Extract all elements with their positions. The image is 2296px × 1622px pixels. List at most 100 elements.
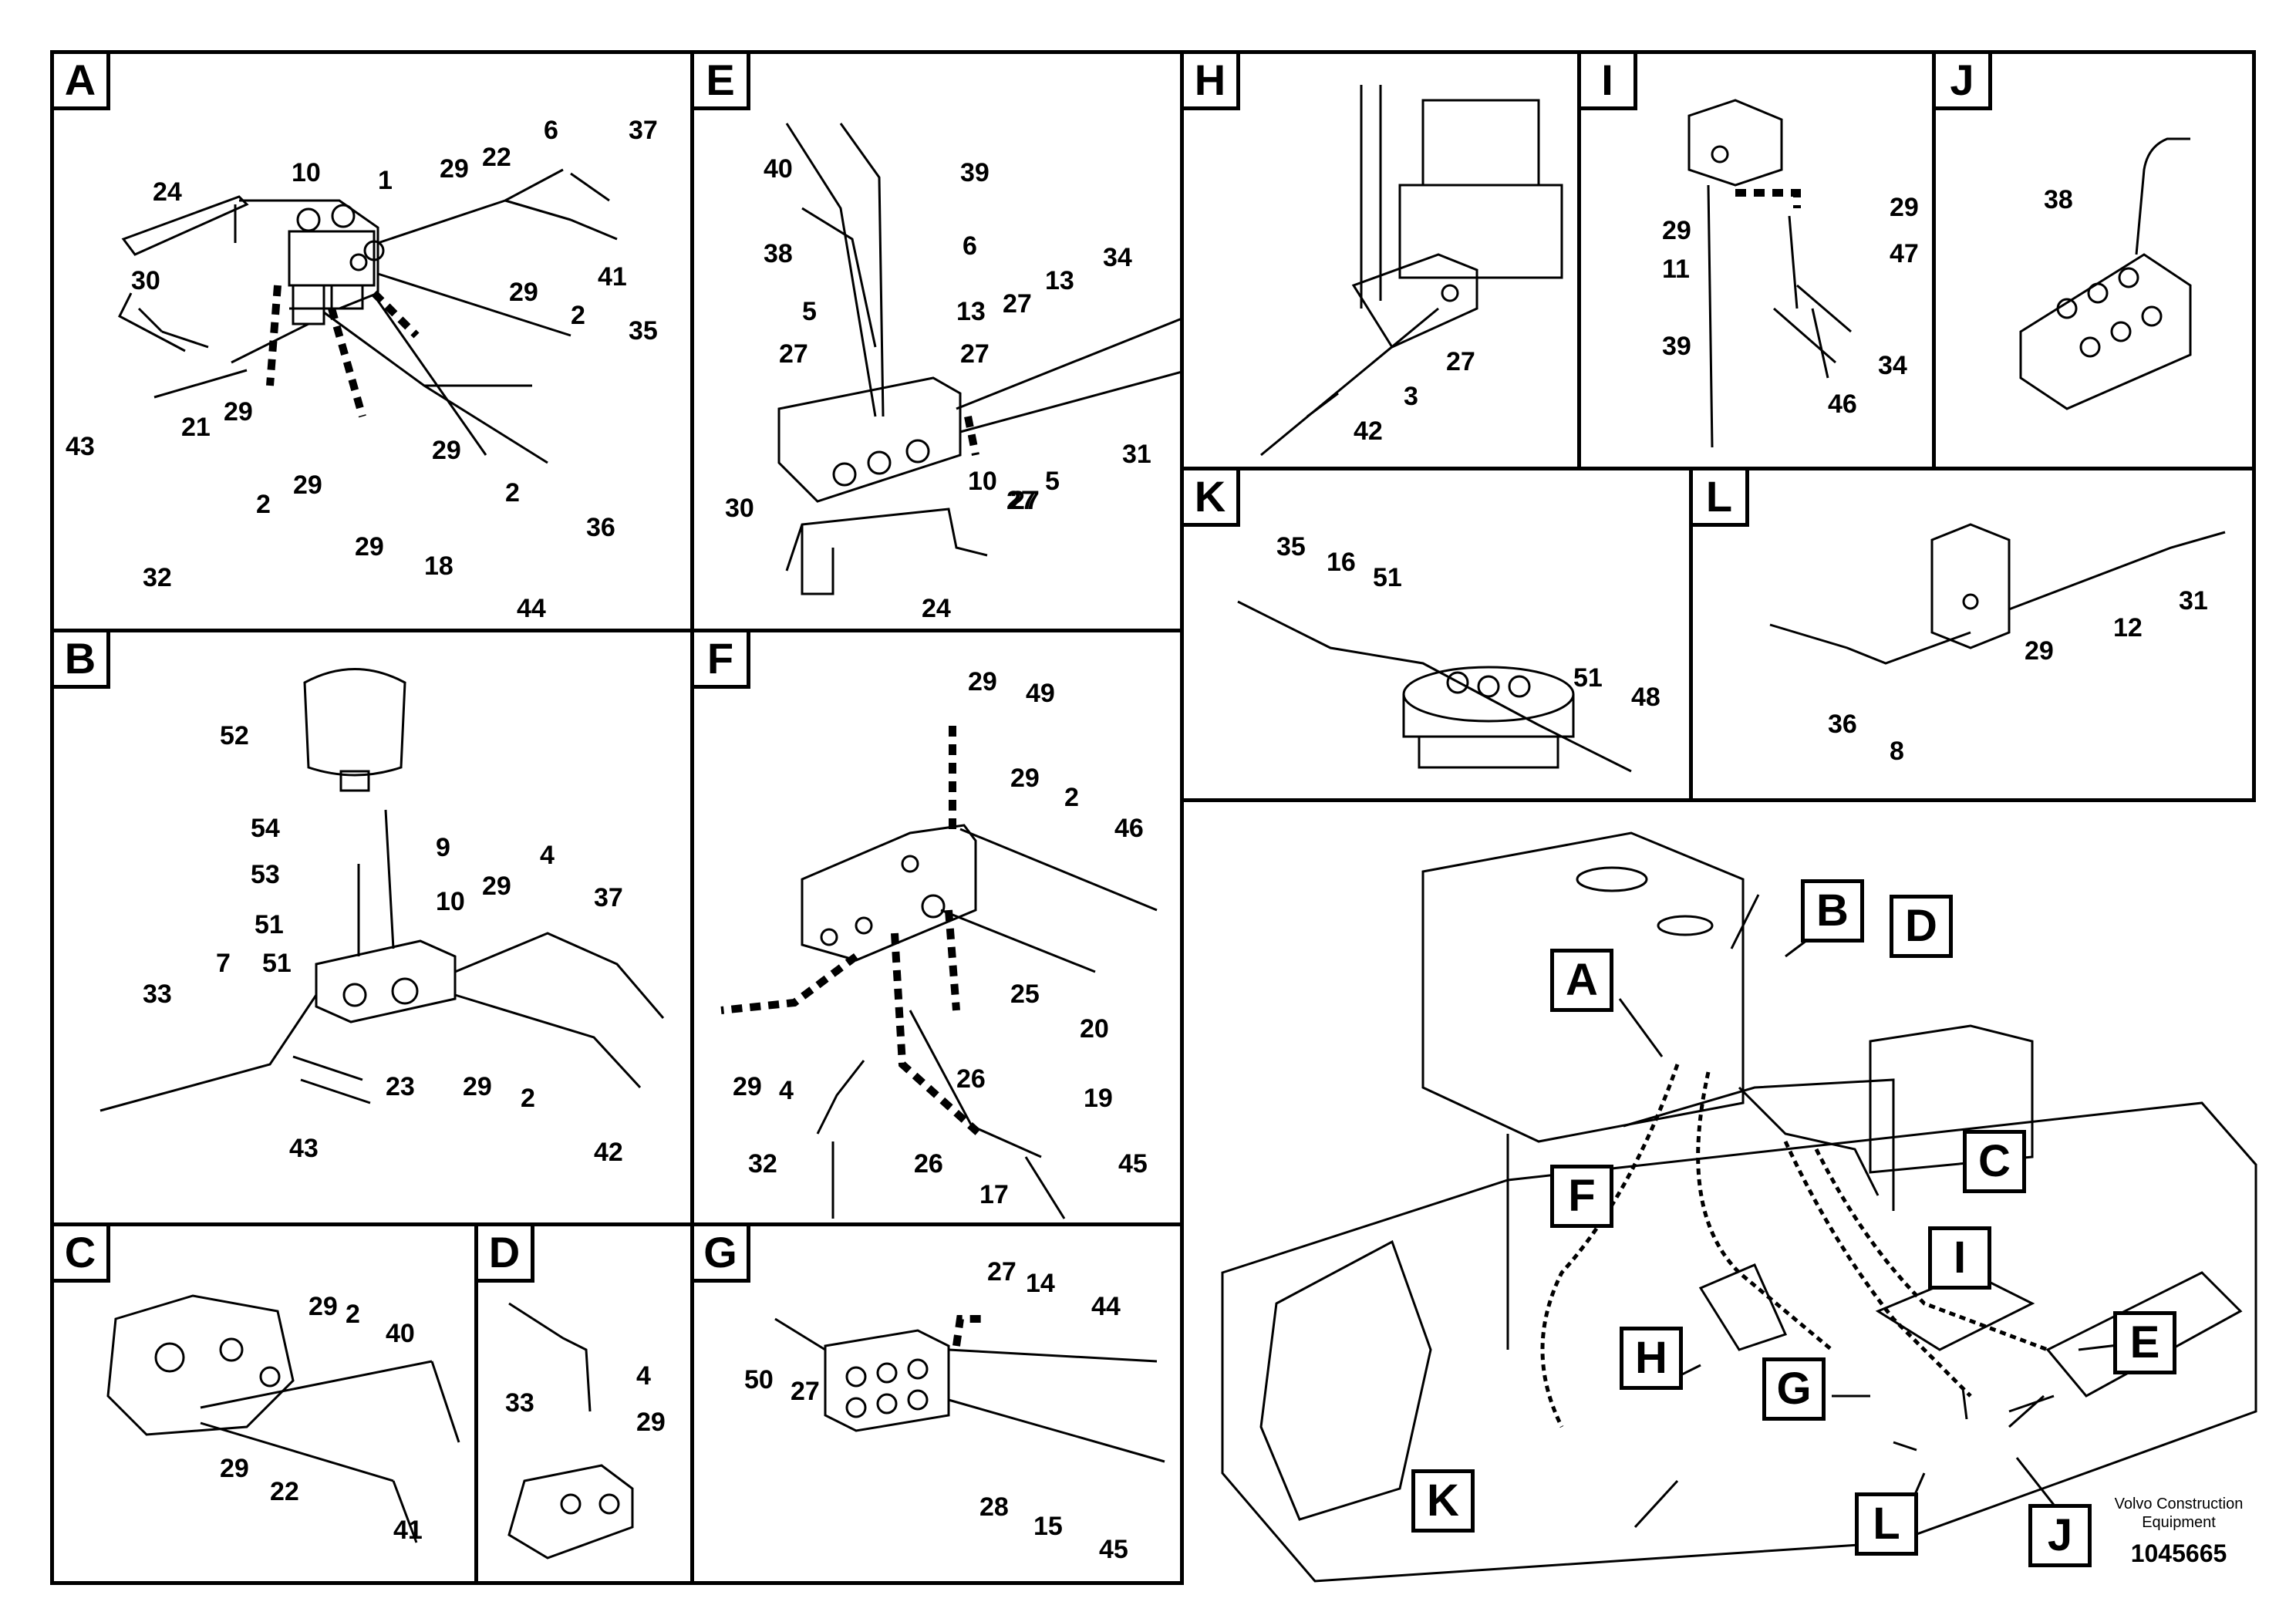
f-label-29b: 29 xyxy=(1010,764,1040,793)
a-label-29d: 29 xyxy=(432,436,461,465)
f-label-2: 2 xyxy=(1064,783,1079,812)
i-label-47: 47 xyxy=(1890,239,1919,268)
a-label-6: 6 xyxy=(544,116,558,145)
f-label-20: 20 xyxy=(1080,1014,1109,1044)
f-label-25: 25 xyxy=(1010,980,1040,1009)
brand-text: Volvo Construction Equipment xyxy=(2094,1495,2264,1532)
b-label-9: 9 xyxy=(436,833,450,862)
panel-h: H 27 3 42 xyxy=(1180,50,1581,470)
c-label-40: 40 xyxy=(386,1319,415,1348)
f-label-29: 29 xyxy=(968,667,997,696)
panel-h-label: H xyxy=(1184,54,1240,110)
e-label-27e: 27 xyxy=(1010,486,1040,515)
g-label-14: 14 xyxy=(1026,1269,1055,1298)
panel-e-drawing: 40 39 38 6 34 13 27 5 13 27 27 27 31 10 … xyxy=(725,123,1180,623)
e-label-6: 6 xyxy=(963,231,977,261)
panel-d: D 4 33 29 xyxy=(474,1222,694,1585)
panel-l: L 31 12 29 36 8 xyxy=(1689,467,2256,802)
i-label-29b: 29 xyxy=(1890,193,1919,222)
overview-callout-c: C xyxy=(1963,1130,2026,1193)
e-label-5: 5 xyxy=(802,297,817,326)
a-label-18: 18 xyxy=(424,551,453,581)
overview-callout-i: I xyxy=(1928,1226,1991,1290)
a-label-29c: 29 xyxy=(224,397,253,427)
a-label-24: 24 xyxy=(153,177,182,207)
e-label-39: 39 xyxy=(960,158,990,187)
overview-callout-j: J xyxy=(2028,1504,2092,1567)
e-label-30: 30 xyxy=(725,494,754,523)
l-label-29: 29 xyxy=(2025,636,2054,666)
panel-i-label: I xyxy=(1581,54,1637,110)
e-label-27c: 27 xyxy=(960,339,990,369)
brand-line-2: Equipment xyxy=(2142,1514,2216,1531)
h-label-42: 42 xyxy=(1354,416,1383,446)
c-label-29: 29 xyxy=(308,1292,338,1321)
a-label-35: 35 xyxy=(629,316,658,346)
k-label-16: 16 xyxy=(1327,548,1356,577)
a-label-21: 21 xyxy=(181,413,211,442)
a-label-29f: 29 xyxy=(355,532,384,561)
a-label-2: 2 xyxy=(571,301,585,330)
panel-g-drawing: 27 14 44 50 27 28 15 45 xyxy=(744,1257,1165,1564)
overview-callout-h: H xyxy=(1620,1327,1683,1390)
b-label-29b: 29 xyxy=(463,1072,492,1101)
a-label-29e: 29 xyxy=(293,470,322,500)
k-label-35: 35 xyxy=(1276,532,1306,561)
b-label-37: 37 xyxy=(594,883,623,912)
k-label-48: 48 xyxy=(1631,683,1660,712)
b-label-43: 43 xyxy=(289,1134,319,1163)
b-label-10: 10 xyxy=(436,887,465,916)
a-label-10: 10 xyxy=(292,158,321,187)
a-label-30: 30 xyxy=(131,266,160,295)
overview-drawing xyxy=(1221,831,2257,1583)
overview-callout-f: F xyxy=(1550,1165,1613,1228)
b-label-51b: 51 xyxy=(262,949,292,978)
panel-f-drawing: 29 49 29 2 46 25 20 26 19 29 4 26 32 26 … xyxy=(720,667,1158,1219)
l-label-36: 36 xyxy=(1828,710,1857,739)
overview-callout-a: A xyxy=(1550,949,1613,1012)
panel-a: A 24 10 1 29 22 6 37 30 29 2 xyxy=(50,50,694,632)
a-label-43: 43 xyxy=(66,432,95,461)
panel-k-drawing: 35 16 51 51 48 xyxy=(1237,532,1660,773)
panel-b-label: B xyxy=(54,632,110,689)
h-label-27: 27 xyxy=(1446,347,1475,376)
f-label-26c: 26 xyxy=(914,1149,943,1179)
f-label-32: 32 xyxy=(748,1149,777,1179)
a-label-2c: 2 xyxy=(505,478,520,508)
b-label-7: 7 xyxy=(216,949,231,978)
i-label-34: 34 xyxy=(1878,351,1907,380)
f-label-26: 26 xyxy=(956,1064,986,1094)
a-label-32: 32 xyxy=(143,563,172,592)
k-label-51b: 51 xyxy=(1573,663,1603,693)
a-label-44: 44 xyxy=(517,594,546,623)
panel-e-label: E xyxy=(694,54,750,110)
panel-c-label: C xyxy=(54,1226,110,1283)
f-label-26b: 26 xyxy=(914,1149,943,1179)
panel-k: K 35 16 51 51 48 xyxy=(1180,467,1693,802)
b-label-23: 23 xyxy=(386,1072,415,1101)
panel-f: F 29 49 29 2 46 25 20 26 19 29 4 26 32 2… xyxy=(690,629,1184,1226)
panel-j: J 38 xyxy=(1932,50,2256,470)
b-label-53: 53 xyxy=(251,860,280,889)
e-label-27d: 27 xyxy=(1006,486,1036,515)
panel-h-drawing: 27 3 42 xyxy=(1260,85,1563,457)
e-label-38: 38 xyxy=(764,239,793,268)
g-label-50: 50 xyxy=(744,1365,774,1394)
f-label-46: 46 xyxy=(1114,814,1144,843)
document-number: 1045665 xyxy=(2130,1539,2227,1567)
g-label-27: 27 xyxy=(987,1257,1017,1286)
overview-callout-e: E xyxy=(2113,1311,2176,1374)
k-label-51: 51 xyxy=(1373,563,1402,592)
b-label-2: 2 xyxy=(521,1084,535,1113)
e-label-31: 31 xyxy=(1122,440,1151,469)
f-label-4: 4 xyxy=(779,1076,794,1105)
f-label-49: 49 xyxy=(1026,679,1055,708)
g-label-45: 45 xyxy=(1099,1535,1128,1564)
b-label-52: 52 xyxy=(220,721,249,750)
d-label-4: 4 xyxy=(636,1361,651,1391)
overview-callout-k: K xyxy=(1411,1469,1475,1533)
brand-line-1: Volvo Construction xyxy=(2114,1496,2244,1512)
panel-g: G 27 14 44 50 27 28 15 45 xyxy=(690,1222,1184,1585)
i-label-11: 11 xyxy=(1662,255,1690,284)
c-label-41: 41 xyxy=(393,1516,423,1545)
